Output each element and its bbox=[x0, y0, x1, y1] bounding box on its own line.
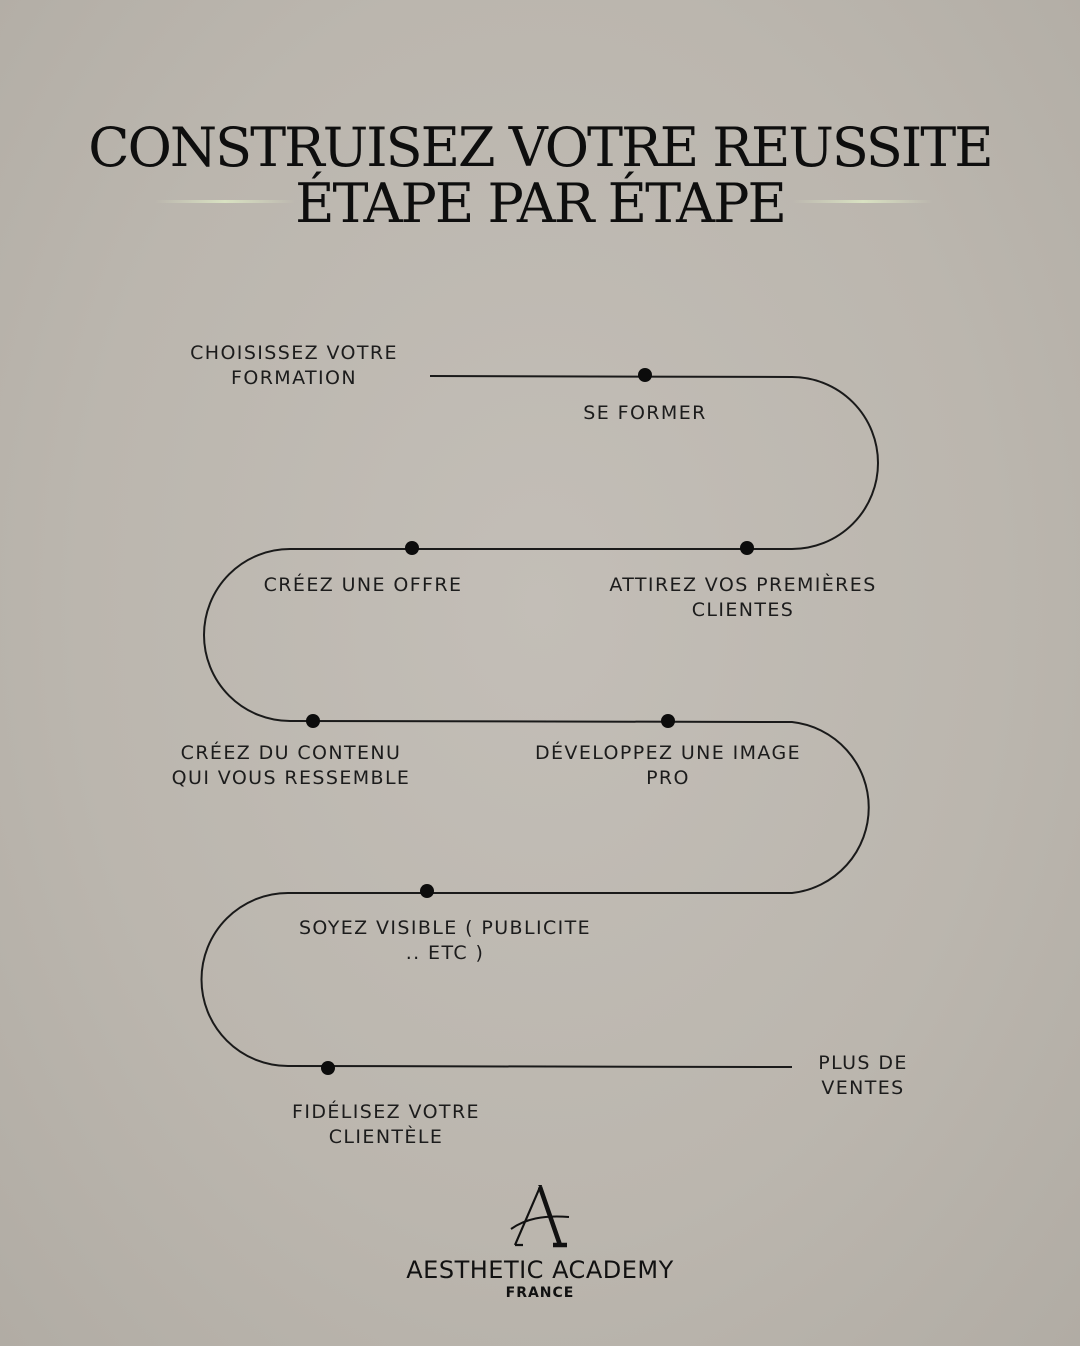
step-label-plus-de-ventes: PLUS DE VENTES bbox=[818, 1052, 908, 1099]
step-dot-se-former bbox=[638, 368, 652, 382]
letter-a-logo-icon bbox=[510, 1185, 570, 1248]
step-dot-creez-offre bbox=[405, 541, 419, 555]
logo-brand-subtitle: FRANCE bbox=[505, 1285, 575, 1301]
step-label-creez-contenu: CRÉEZ DU CONTENU QUI VOUS RESSEMBLE bbox=[171, 742, 411, 789]
step-label-attirez-clientes: ATTIREZ VOS PREMIÈRES CLIENTES bbox=[609, 574, 877, 621]
step-dot-soyez-visible bbox=[420, 884, 434, 898]
decorative-line-left bbox=[155, 200, 295, 203]
step-dot-creez-contenu bbox=[306, 714, 320, 728]
page-title-line-2: ÉTAPE PAR ÉTAPE bbox=[295, 172, 787, 235]
step-label-fidelisez-clientele: FIDÉLISEZ VOTRE CLIENTÈLE bbox=[292, 1101, 480, 1148]
step-label-choisissez-formation: CHOISISSEZ VOTRE FORMATION bbox=[190, 342, 398, 389]
step-dot-fidelisez bbox=[321, 1061, 335, 1075]
winding-path-line bbox=[200, 375, 879, 1068]
decorative-line-right bbox=[793, 200, 933, 203]
step-label-developpez-image: DÉVELOPPEZ UNE IMAGE PRO bbox=[534, 742, 802, 789]
logo-brand-name: AESTHETIC ACADEMY bbox=[406, 1256, 674, 1284]
step-label-se-former: SE FORMER bbox=[583, 402, 707, 424]
step-label-creez-offre: CRÉEZ UNE OFFRE bbox=[263, 574, 463, 596]
page-title-line-1: CONSTRUISEZ VOTRE REUSSITE bbox=[88, 116, 993, 179]
step-dot-developpez-image bbox=[661, 714, 675, 728]
step-label-soyez-visible: SOYEZ VISIBLE ( PUBLICITE .. ETC ) bbox=[298, 917, 592, 964]
step-dot-attirez-clientes bbox=[740, 541, 754, 555]
